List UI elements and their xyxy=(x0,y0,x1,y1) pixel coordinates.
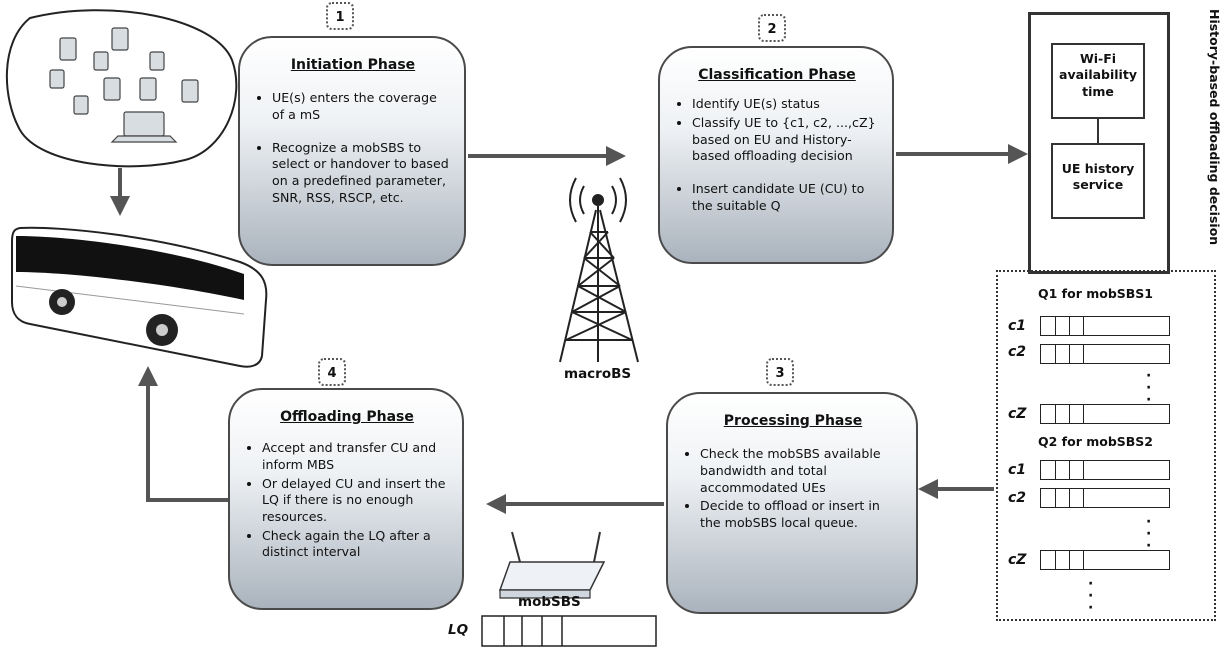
phase-3-badge: 3 xyxy=(766,358,794,386)
phase-2-bullet-1: Identify UE(s) status xyxy=(692,96,878,113)
phase-1-badge: 1 xyxy=(326,2,354,30)
queue-2-row-1-label: c1 xyxy=(1008,462,1027,478)
mobsbs-label: mobSBS xyxy=(518,594,581,610)
macrobs-label: macroBS xyxy=(564,366,632,382)
phase-2-bullet-2: Classify UE to {c1, c2, ...,cZ} based on… xyxy=(692,115,878,165)
phase-3-bullet-1: Check the mobSBS available bandwidth and… xyxy=(700,446,902,496)
phase-4-box: Offloading Phase Accept and transfer CU … xyxy=(228,388,464,610)
history-vertical-label: History-based offloading decision xyxy=(1207,8,1221,246)
phase-4-title: Offloading Phase xyxy=(280,409,414,425)
queue-2-row-3-label: cZ xyxy=(1008,552,1027,568)
phase-3-bullet-2: Decide to offload or insert in the mobSB… xyxy=(700,498,902,531)
phase-4-bullet-3: Check again the LQ after a distinct inte… xyxy=(262,528,448,561)
phase-1-bullet-1: UE(s) enters the coverage of a mS xyxy=(272,90,450,123)
wifi-availability-box: Wi-Fi availability time xyxy=(1051,43,1145,119)
queue-1-row-3 xyxy=(1040,404,1170,424)
queue-panel: Q1 for mobSBS1 c1 c2 ··· cZ Q2 for mobSB… xyxy=(996,270,1216,621)
queue-2-label: Q2 for mobSBS2 xyxy=(1038,434,1154,449)
queue-1-label: Q1 for mobSBS1 xyxy=(1038,286,1154,301)
queue-1-row-1 xyxy=(1040,316,1170,336)
flow-arrows xyxy=(110,144,1112,514)
queue-2-row-2-label: c2 xyxy=(1008,490,1027,506)
queue-panel-ellipsis: ··· xyxy=(1088,576,1094,616)
queue-2-row-1 xyxy=(1040,460,1170,480)
phase-3-title: Processing Phase xyxy=(723,413,863,429)
phase-2-bullet-3: Insert candidate UE (CU) to the suitable… xyxy=(692,181,878,214)
phase-2-box: Classification Phase Identify UE(s) stat… xyxy=(658,46,894,264)
phase-4-bullet-1: Accept and transfer CU and inform MBS xyxy=(262,440,448,473)
queue-2-ellipsis: ··· xyxy=(1146,514,1152,554)
queue-1-row-3-label: cZ xyxy=(1008,406,1027,422)
phase-2-badge: 2 xyxy=(758,14,786,42)
queue-2-row-2 xyxy=(1040,488,1170,508)
ue-history-box: UE history service xyxy=(1051,143,1145,219)
bus-icon xyxy=(11,226,268,368)
queue-1-ellipsis: ··· xyxy=(1146,368,1152,408)
connector-line xyxy=(1097,119,1099,143)
lq-queue xyxy=(481,615,657,647)
router-icon xyxy=(498,531,606,599)
tower-icon xyxy=(559,177,639,363)
lq-label: LQ xyxy=(448,622,469,638)
queue-2-row-3 xyxy=(1040,550,1170,570)
queue-1-row-1-label: c1 xyxy=(1008,318,1027,334)
phase-1-title: Initiation Phase xyxy=(290,57,416,73)
phase-4-badge: 4 xyxy=(318,358,346,386)
phase-3-box: Processing Phase Check the mobSBS availa… xyxy=(666,392,918,614)
phase-2-title: Classification Phase xyxy=(698,67,856,83)
phase-1-bullet-2: Recognize a mobSBS to select or handover… xyxy=(272,140,450,206)
ue-cloud-icon xyxy=(5,9,238,168)
phase-1-box: Initiation Phase UE(s) enters the covera… xyxy=(238,36,466,266)
history-decision-panel: Wi-Fi availability time UE history servi… xyxy=(1028,12,1170,274)
phase-4-bullet-2: Or delayed CU and insert the LQ if there… xyxy=(262,476,448,526)
queue-1-row-2-label: c2 xyxy=(1008,344,1027,360)
queue-1-row-2 xyxy=(1040,344,1170,364)
